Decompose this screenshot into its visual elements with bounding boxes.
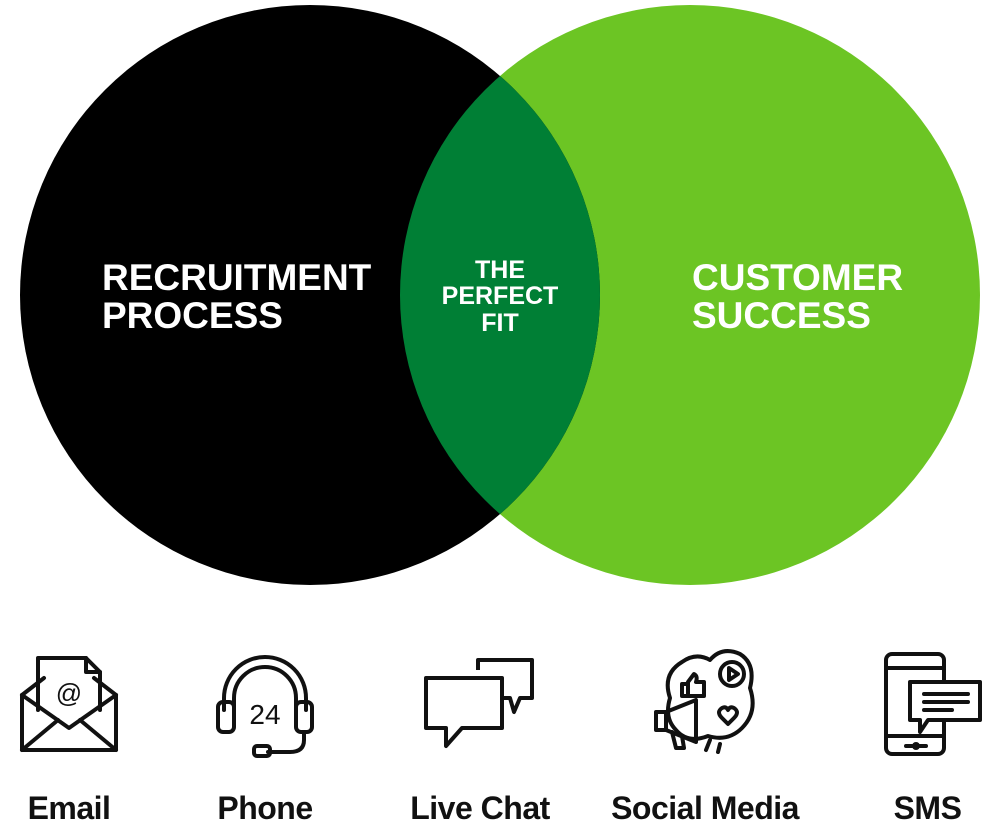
- chat-bubbles-icon: [424, 658, 534, 748]
- sms-phone-icon: [884, 652, 982, 756]
- perfect-fit-overlap: [400, 5, 600, 585]
- channel-phone: 24 Phone: [210, 640, 320, 833]
- channel-live-chat-label: Live Chat: [410, 790, 550, 826]
- channel-email: @ Email: [14, 640, 124, 833]
- headset-24-icon: 24: [216, 655, 314, 758]
- channel-list: @ Email 24 Phone Live Chat: [0, 640, 1000, 833]
- right-circle-label-line2: SUCCESS: [692, 295, 871, 336]
- email-icon: @: [20, 656, 118, 752]
- svg-text:24: 24: [249, 699, 280, 730]
- overlap-label-line1: THE: [475, 256, 525, 284]
- social-media-icon: [654, 649, 755, 754]
- right-circle-label-line1: CUSTOMER: [692, 257, 903, 298]
- svg-text:@: @: [56, 678, 82, 708]
- left-circle-label-line1: RECRUITMENT: [102, 257, 372, 298]
- channel-live-chat: Live Chat: [410, 640, 550, 833]
- venn-diagram: RECRUITMENT PROCESS THE PERFECT FIT CUST…: [20, 5, 980, 585]
- channel-sms: SMS: [870, 640, 985, 833]
- channel-social-media-label: Social Media: [611, 790, 799, 826]
- channel-phone-label: Phone: [217, 790, 313, 826]
- channel-social-media: Social Media: [611, 640, 799, 833]
- venn-svg: RECRUITMENT PROCESS THE PERFECT FIT CUST…: [20, 5, 980, 585]
- overlap-label-line2: PERFECT: [442, 282, 559, 310]
- overlap-label-line3: FIT: [481, 309, 519, 337]
- channel-email-label: Email: [27, 790, 111, 826]
- left-circle-label-line2: PROCESS: [102, 295, 283, 336]
- channel-sms-label: SMS: [893, 790, 962, 826]
